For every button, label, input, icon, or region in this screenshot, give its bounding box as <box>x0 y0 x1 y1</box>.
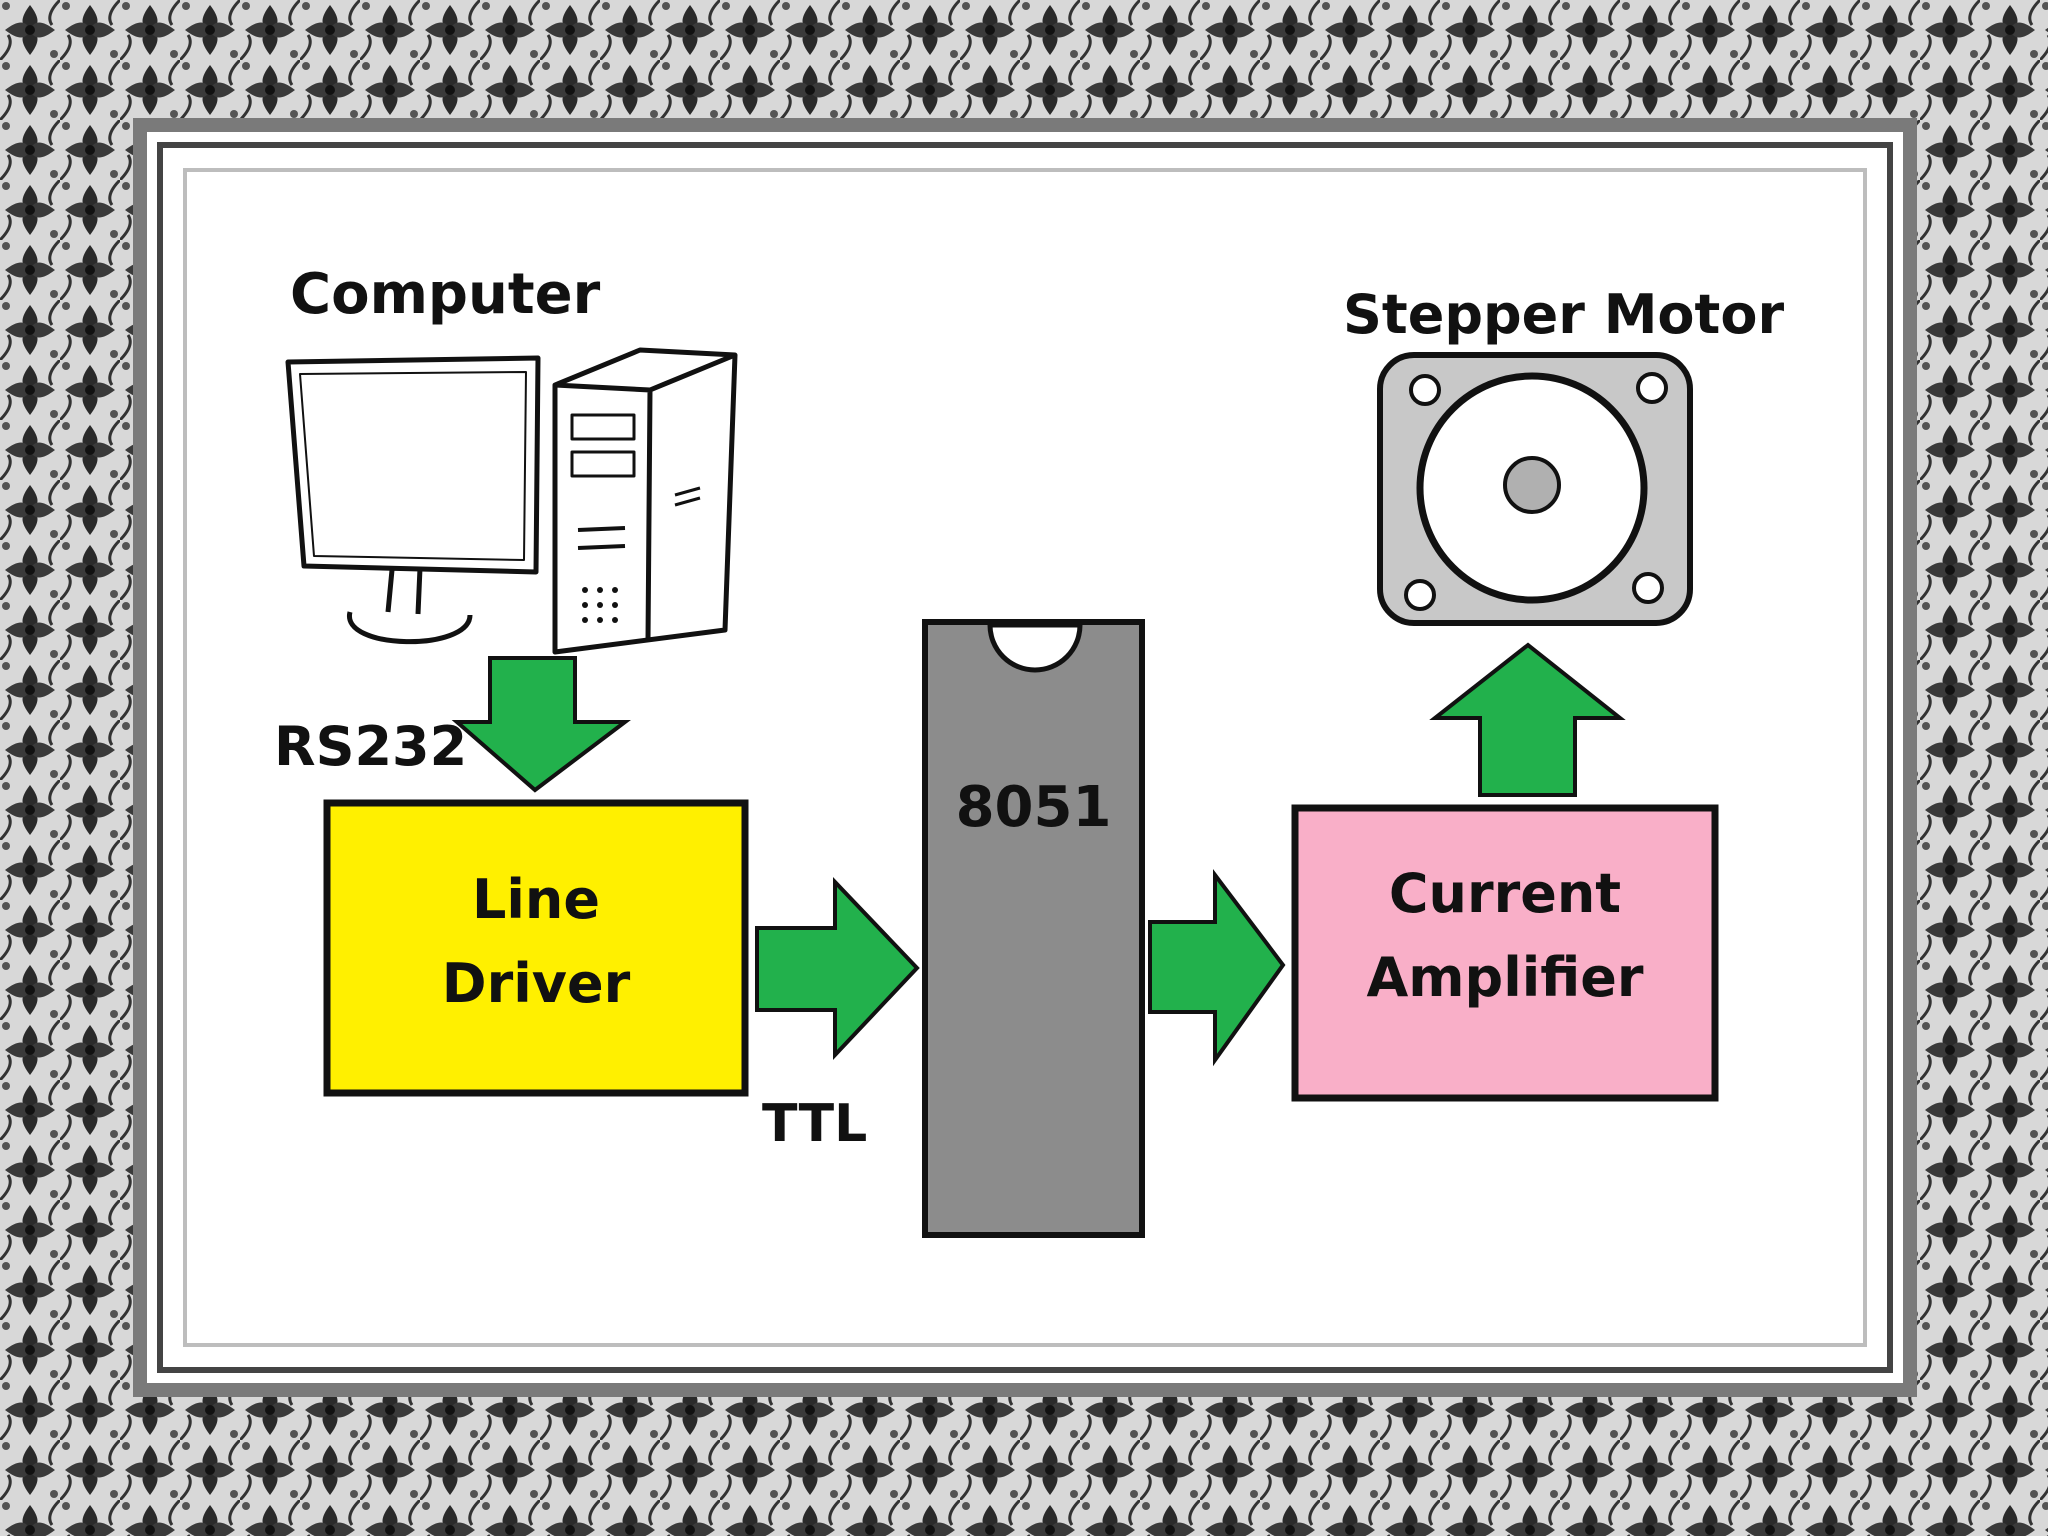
computer-icon <box>285 347 738 655</box>
current-amplifier-line1: Current <box>1388 862 1622 925</box>
arrow-8051-to-current-amplifier <box>1148 869 1286 1067</box>
arrow-computer-to-line-driver <box>451 656 631 793</box>
arrow-current-amplifier-to-stepper-motor <box>1429 642 1626 797</box>
current-amplifier-line2: Amplifier <box>1366 946 1644 1009</box>
line-driver-text: Line Driver <box>327 858 745 1026</box>
ttl-label: TTL <box>762 1094 868 1154</box>
line-driver-line1: Line <box>472 868 600 931</box>
stepper-motor-icon <box>1377 352 1693 626</box>
mcu-8051-chip <box>922 619 1145 1238</box>
stepper-motor-label: Stepper Motor <box>1343 283 1785 346</box>
line-driver-block <box>323 799 749 1097</box>
computer-label: Computer <box>290 262 601 327</box>
rs232-label: RS232 <box>274 715 468 778</box>
line-driver-line2: Driver <box>441 952 631 1015</box>
current-amplifier-text: Current Amplifier <box>1295 852 1715 1020</box>
current-amplifier-block <box>1291 804 1719 1102</box>
arrow-line-driver-to-8051 <box>755 877 920 1061</box>
mcu-8051-label: 8051 <box>955 775 1112 840</box>
